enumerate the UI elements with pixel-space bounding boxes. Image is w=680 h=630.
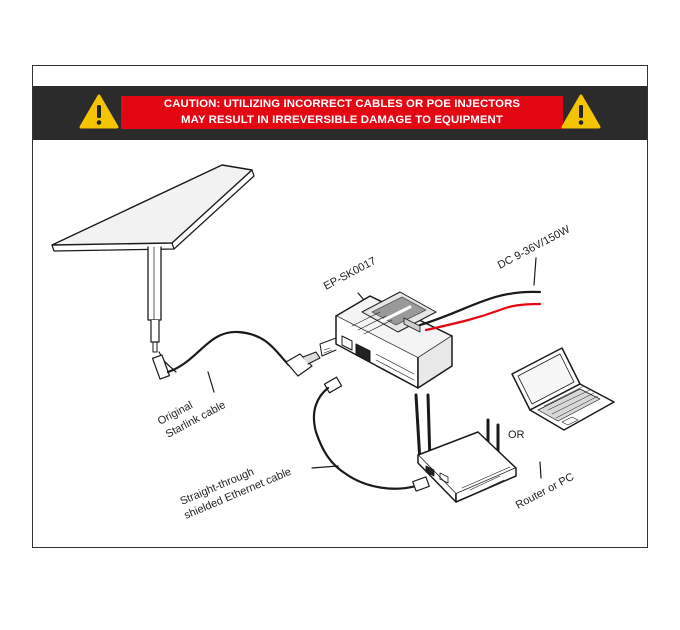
diagram-frame: CAUTION: UTILIZING INCORRECT CABLES OR P… — [32, 65, 648, 548]
or-label: OR — [508, 429, 525, 441]
ethernet-cable — [312, 376, 430, 492]
router-label: Router or PC — [514, 471, 576, 512]
caution-line-2: MAY RESULT IN IRREVERSIBLE DAMAGE TO EQU… — [181, 113, 503, 126]
caution-banner: CAUTION: UTILIZING INCORRECT CABLES OR P… — [33, 86, 647, 140]
laptop-icon — [511, 347, 615, 431]
caution-text: CAUTION: UTILIZING INCORRECT CABLES OR P… — [121, 96, 563, 129]
warning-triangle-icon — [79, 94, 119, 129]
warning-triangle-icon — [561, 94, 601, 129]
starlink-dish-icon — [51, 164, 255, 353]
original-starlink-cable — [151, 330, 321, 380]
poe-injector-icon — [319, 291, 453, 389]
dc-power-cable — [418, 290, 542, 332]
power-label: DC 9-36V/150W — [496, 223, 573, 271]
caution-line-1: CAUTION: UTILIZING INCORRECT CABLES OR P… — [163, 98, 521, 110]
router-icon — [414, 393, 517, 503]
device-model-label: EP-SK0017 — [322, 255, 378, 293]
